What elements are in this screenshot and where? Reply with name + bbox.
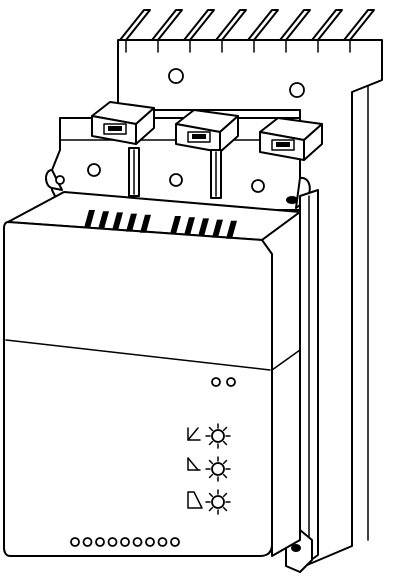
potentiometer-dial[interactable] (205, 423, 231, 449)
housing-front-face (3, 221, 273, 557)
power-terminal (259, 117, 323, 161)
control-terminal-hole[interactable] (132, 537, 143, 547)
control-terminal-hole[interactable] (170, 537, 180, 547)
control-terminal-hole[interactable] (120, 537, 130, 547)
vent-slot (212, 219, 223, 238)
front-housing (3, 191, 301, 557)
control-terminal-hole[interactable] (82, 537, 93, 547)
control-terminal-hole[interactable] (70, 537, 80, 547)
start-voltage-icon (187, 491, 203, 509)
vent-slot (198, 218, 209, 237)
vent-slot (126, 213, 137, 232)
heatsink-fin (215, 9, 247, 53)
vent-slot (98, 211, 109, 230)
vent-slot (112, 212, 123, 231)
heatsink-fin (151, 9, 183, 53)
screw-hole-2 (169, 173, 183, 187)
power-terminal (91, 101, 155, 145)
heatsink-fin (247, 9, 279, 53)
vent-slot (140, 214, 151, 233)
heatsink-fin (183, 9, 215, 53)
potentiometer-dial[interactable] (205, 456, 231, 482)
potentiometers (205, 423, 231, 515)
control-terminals (70, 537, 180, 547)
heatsink-fins (119, 9, 375, 53)
status-led-2 (226, 377, 236, 387)
screw-hole-3 (251, 179, 265, 193)
control-terminal-hole[interactable] (145, 537, 155, 547)
heatsink-fin (119, 9, 151, 53)
ramp-up-icon (187, 427, 201, 441)
power-terminals (91, 101, 323, 161)
heatsink-fin (279, 9, 311, 53)
panel-split-line (5, 339, 271, 371)
vent-slots (84, 210, 237, 239)
control-terminal-hole[interactable] (95, 537, 105, 547)
mounting-hole-right (289, 82, 305, 98)
terminal-separator-2 (210, 149, 222, 199)
ramp-down-icon (187, 457, 201, 471)
vent-slot (226, 220, 237, 239)
status-led-1 (211, 377, 221, 387)
screw-hole-small (55, 175, 65, 185)
vent-slot (170, 216, 181, 234)
heatsink-fin (311, 9, 343, 53)
vent-slot (184, 217, 195, 236)
heatsink-fin (343, 9, 375, 53)
terminal-block (45, 101, 323, 211)
control-terminal-hole[interactable] (107, 537, 118, 547)
power-terminal (175, 109, 239, 153)
terminal-separator-1 (128, 147, 140, 197)
vent-slot (84, 210, 95, 228)
potentiometer-dial[interactable] (205, 489, 231, 515)
mounting-hole-left (168, 68, 184, 84)
control-terminal-hole[interactable] (157, 537, 168, 547)
screw-hole-1 (87, 163, 101, 177)
